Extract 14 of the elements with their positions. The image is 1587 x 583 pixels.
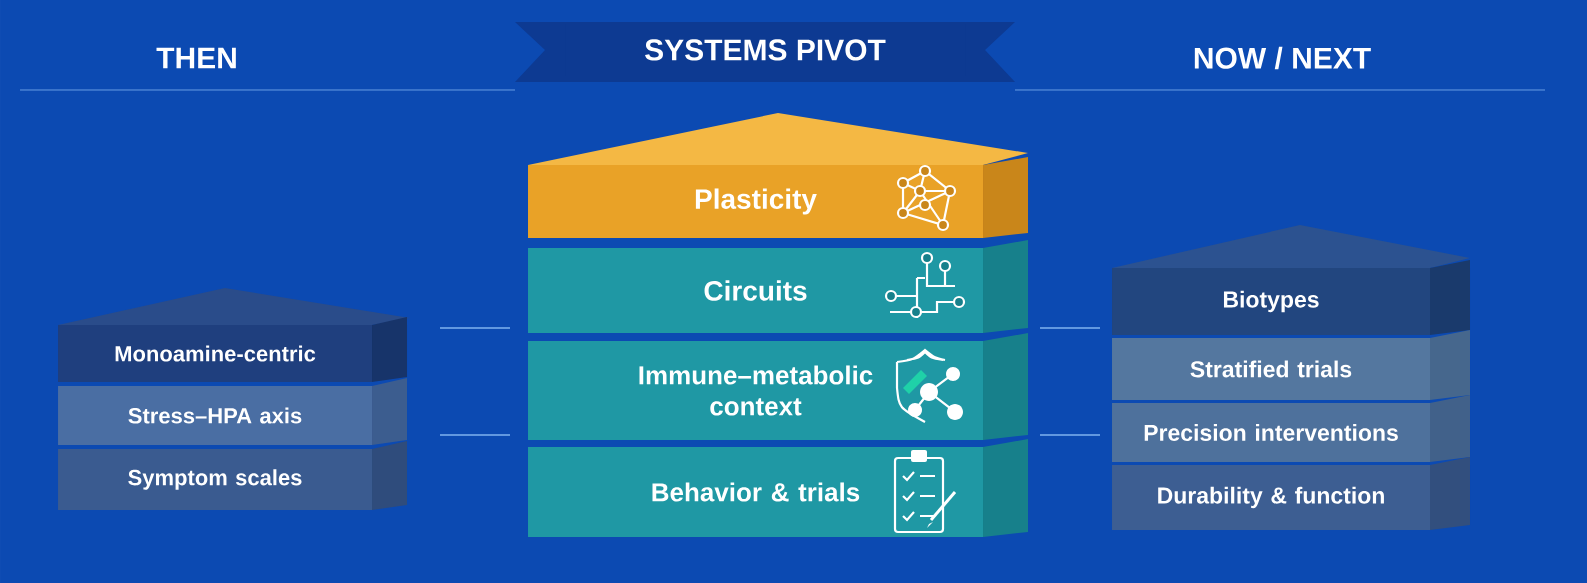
layer-box: Plasticity bbox=[528, 113, 1028, 238]
layer-box: Immune–metabolic context bbox=[528, 333, 1028, 440]
column-heading: THEN bbox=[156, 47, 236, 69]
layer-box: Circuits bbox=[528, 240, 1028, 333]
layer-box: Biotypes bbox=[1112, 225, 1470, 335]
layer-box: Durability & function bbox=[1112, 457, 1470, 530]
banner: SYSTEMS PIVOT bbox=[515, 22, 1015, 82]
layer-box: Stratified trials bbox=[1112, 330, 1470, 400]
column-heading: NOW / NEXT bbox=[1194, 46, 1371, 70]
layer-box: Stress–HPA axis bbox=[58, 378, 407, 445]
layer-box: Monoamine-centric bbox=[58, 288, 410, 382]
layer-box: Behavior & trials bbox=[528, 439, 1028, 537]
layer-box: Precision interventions bbox=[1112, 395, 1470, 462]
layer-box: Symptom scales bbox=[58, 441, 407, 510]
